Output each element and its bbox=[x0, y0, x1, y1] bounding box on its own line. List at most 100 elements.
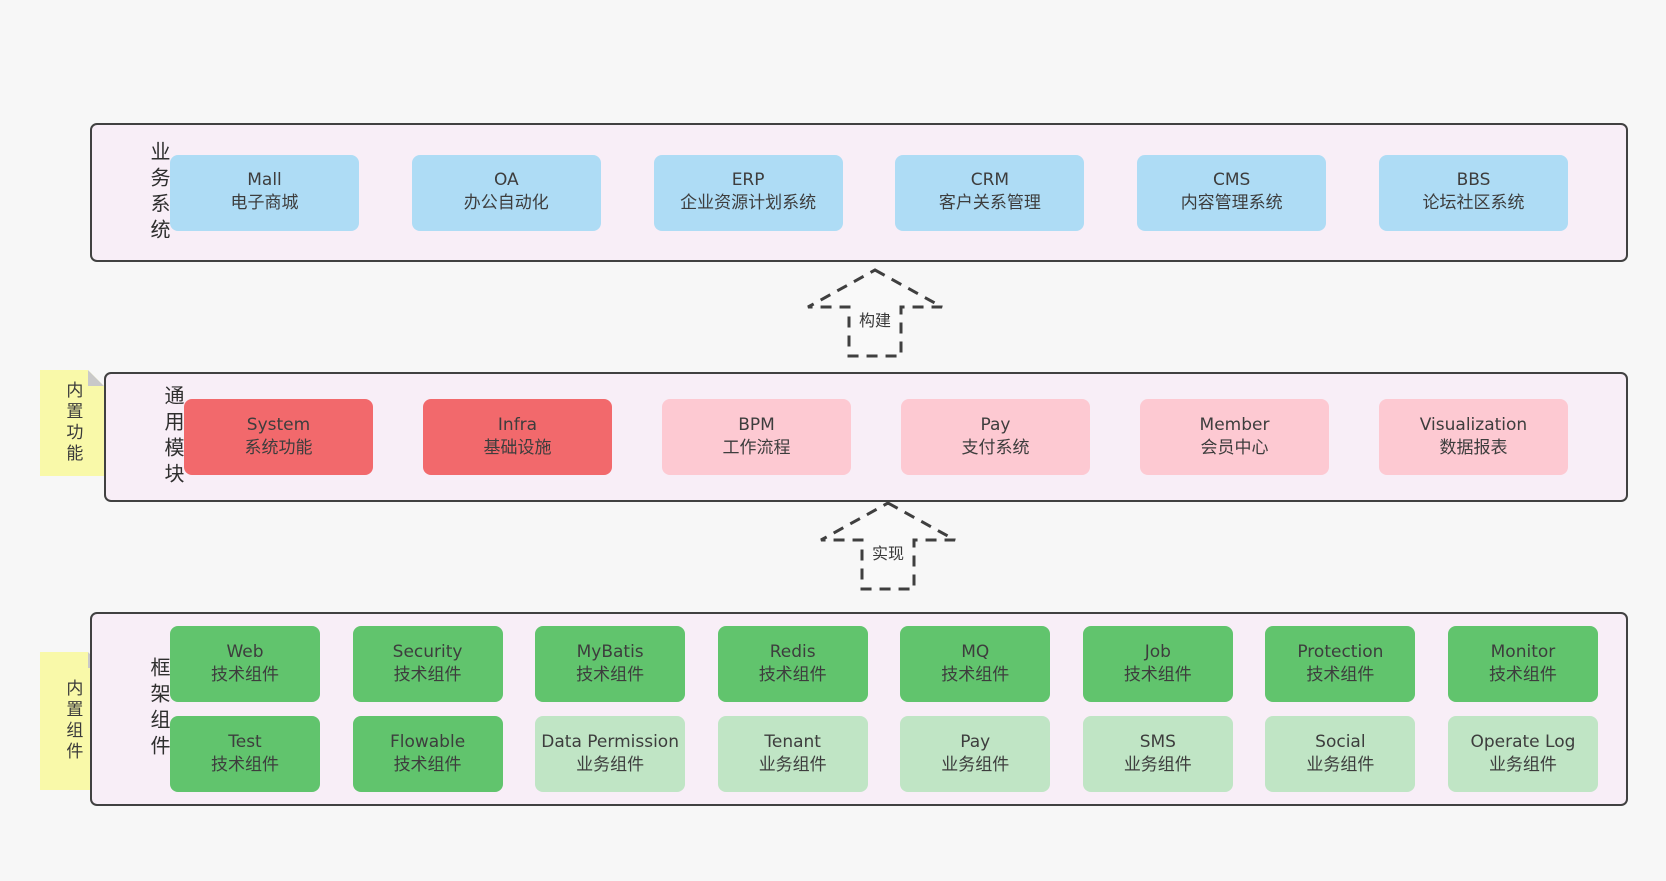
box-social: Social 业务组件 bbox=[1265, 716, 1416, 792]
box-title: Pay bbox=[960, 731, 991, 752]
box-subtitle: 业务组件 bbox=[758, 754, 827, 775]
arrow-build: 构建 bbox=[805, 267, 945, 359]
box-title: Mall bbox=[247, 170, 282, 191]
box-title: CMS bbox=[1213, 170, 1251, 191]
box-title: Flowable bbox=[389, 731, 466, 752]
box-subtitle: 技术组件 bbox=[576, 664, 645, 685]
box-title: Monitor bbox=[1490, 641, 1556, 662]
tab-built-in-features: 内置功能 bbox=[40, 370, 104, 476]
box-subtitle: 办公自动化 bbox=[463, 193, 549, 214]
box-subtitle: 技术组件 bbox=[1306, 664, 1375, 685]
tab-built-in-components-label: 内置组件 bbox=[62, 679, 83, 763]
box-subtitle: 业务组件 bbox=[576, 754, 645, 775]
box-subtitle: 业务组件 bbox=[1488, 754, 1557, 775]
box-crm: CRM 客户关系管理 bbox=[895, 154, 1085, 231]
box-title: BBS bbox=[1456, 170, 1491, 191]
box-subtitle: 客户关系管理 bbox=[938, 193, 1041, 214]
box-protection: Protection 技术组件 bbox=[1265, 626, 1416, 702]
box-title: Social bbox=[1315, 731, 1366, 752]
box-title: Redis bbox=[769, 641, 816, 662]
box-flowable: Flowable 技术组件 bbox=[352, 716, 503, 792]
box-sms: SMS 业务组件 bbox=[1082, 716, 1233, 792]
box-subtitle: 企业资源计划系统 bbox=[680, 193, 817, 214]
box-subtitle: 技术组件 bbox=[758, 664, 827, 685]
box-title: Test bbox=[228, 731, 262, 752]
framework-components-grid: Web 技术组件 Security 技术组件 MyBatis 技术组件 Redi… bbox=[170, 614, 1598, 804]
box-data-permission: Data Permission 业务组件 bbox=[535, 716, 686, 792]
box-title: Job bbox=[1144, 641, 1171, 662]
box-subtitle: 系统功能 bbox=[244, 437, 313, 458]
common-modules-label: 通用模块 bbox=[161, 385, 185, 489]
business-systems-panel: 业务系统 Mall 电子商城 OA 办公自动化 ERP 企业资源计划系统 CRM… bbox=[90, 123, 1628, 262]
box-title: Tenant bbox=[764, 731, 821, 752]
box-title: OA bbox=[493, 170, 519, 191]
box-mq: MQ 技术组件 bbox=[900, 626, 1051, 702]
box-title: Operate Log bbox=[1470, 731, 1576, 752]
box-subtitle: 技术组件 bbox=[211, 754, 279, 775]
common-modules-row: System 系统功能 Infra 基础设施 BPM 工作流程 Pay 支付系统… bbox=[184, 374, 1568, 500]
box-redis: Redis 技术组件 bbox=[717, 626, 868, 702]
box-subtitle: 业务组件 bbox=[1306, 754, 1375, 775]
box-visualization: Visualization 数据报表 bbox=[1379, 399, 1568, 475]
business-systems-row: Mall 电子商城 OA 办公自动化 ERP 企业资源计划系统 CRM 客户关系… bbox=[170, 125, 1568, 260]
box-subtitle: 技术组件 bbox=[941, 664, 1010, 685]
arrow-implement-label: 实现 bbox=[868, 540, 908, 564]
box-title: CRM bbox=[970, 170, 1010, 191]
box-system: System 系统功能 bbox=[184, 399, 373, 475]
box-tenant: Tenant 业务组件 bbox=[717, 716, 868, 792]
box-title: MQ bbox=[961, 641, 990, 662]
framework-row-1: Web 技术组件 Security 技术组件 MyBatis 技术组件 Redi… bbox=[170, 626, 1598, 702]
box-subtitle: 内容管理系统 bbox=[1180, 193, 1283, 214]
box-cms: CMS 内容管理系统 bbox=[1137, 154, 1327, 231]
box-infra: Infra 基础设施 bbox=[423, 399, 612, 475]
box-mall: Mall 电子商城 bbox=[170, 154, 359, 231]
box-subtitle: 技术组件 bbox=[393, 664, 462, 685]
box-title: MyBatis bbox=[576, 641, 644, 662]
box-title: ERP bbox=[731, 170, 765, 191]
arrow-build-label: 构建 bbox=[855, 307, 895, 331]
box-subtitle: 电子商城 bbox=[230, 193, 299, 214]
tab-built-in-features-label: 内置功能 bbox=[62, 381, 83, 465]
box-operate-log: Operate Log 业务组件 bbox=[1447, 716, 1598, 792]
box-subtitle: 技术组件 bbox=[393, 754, 462, 775]
box-title: System bbox=[246, 414, 311, 435]
box-member: Member 会员中心 bbox=[1140, 399, 1329, 475]
box-subtitle: 会员中心 bbox=[1200, 437, 1269, 458]
box-erp: ERP 企业资源计划系统 bbox=[653, 154, 843, 231]
arrow-implement: 实现 bbox=[818, 500, 958, 592]
framework-row-2: Test 技术组件 Flowable 技术组件 Data Permission … bbox=[170, 716, 1598, 792]
box-subtitle: 业务组件 bbox=[941, 754, 1010, 775]
box-subtitle: 技术组件 bbox=[211, 664, 279, 685]
framework-components-label: 框架组件 bbox=[147, 657, 171, 761]
box-bpm: BPM 工作流程 bbox=[662, 399, 851, 475]
box-subtitle: 论坛社区系统 bbox=[1422, 193, 1525, 214]
box-pay-module: Pay 支付系统 bbox=[901, 399, 1090, 475]
framework-components-panel: 框架组件 Web 技术组件 Security 技术组件 MyBatis 技术组件… bbox=[90, 612, 1628, 806]
box-subtitle: 数据报表 bbox=[1439, 437, 1508, 458]
box-title: Visualization bbox=[1419, 414, 1528, 435]
box-title: Infra bbox=[497, 414, 538, 435]
box-web: Web 技术组件 bbox=[170, 626, 320, 702]
box-title: Protection bbox=[1297, 641, 1384, 662]
box-mybatis: MyBatis 技术组件 bbox=[535, 626, 686, 702]
box-pay-component: Pay 业务组件 bbox=[900, 716, 1051, 792]
box-oa: OA 办公自动化 bbox=[411, 154, 601, 231]
box-subtitle: 业务组件 bbox=[1123, 754, 1192, 775]
common-modules-panel: 通用模块 System 系统功能 Infra 基础设施 BPM 工作流程 Pay… bbox=[104, 372, 1628, 502]
box-title: BPM bbox=[738, 414, 775, 435]
box-title: Member bbox=[1199, 414, 1270, 435]
box-subtitle: 基础设施 bbox=[483, 437, 552, 458]
box-subtitle: 技术组件 bbox=[1488, 664, 1557, 685]
box-monitor: Monitor 技术组件 bbox=[1447, 626, 1598, 702]
business-systems-label: 业务系统 bbox=[147, 140, 171, 245]
box-title: Data Permission bbox=[541, 731, 679, 752]
box-subtitle: 支付系统 bbox=[961, 437, 1030, 458]
box-security: Security 技术组件 bbox=[352, 626, 503, 702]
box-subtitle: 工作流程 bbox=[722, 437, 791, 458]
box-test: Test 技术组件 bbox=[170, 716, 320, 792]
fold-corner-icon bbox=[88, 370, 104, 386]
box-title: Security bbox=[392, 641, 463, 662]
box-title: Pay bbox=[980, 414, 1011, 435]
box-job: Job 技术组件 bbox=[1082, 626, 1233, 702]
